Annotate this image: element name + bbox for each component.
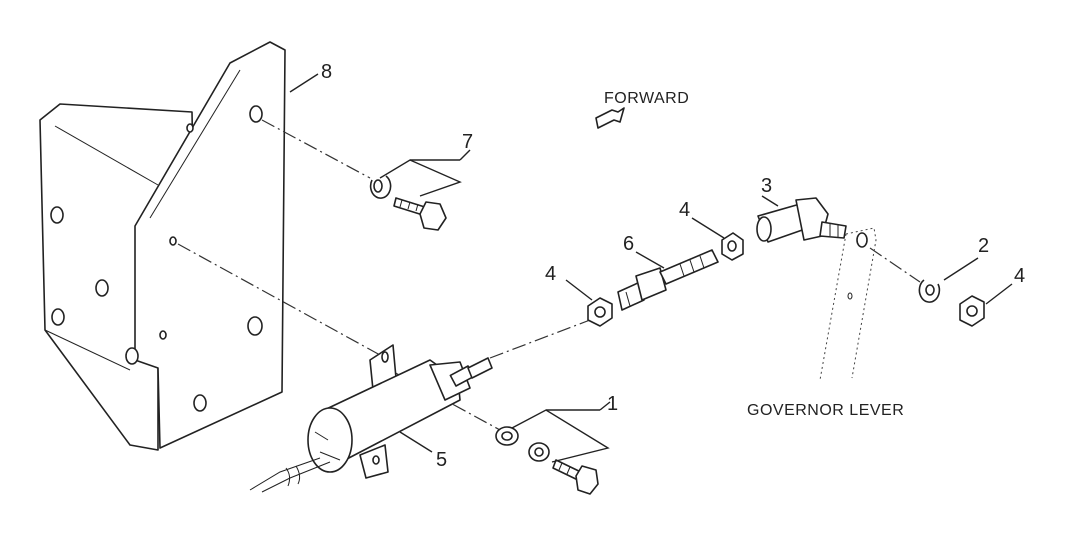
nut-on-rod (721, 232, 744, 261)
governor-lever (819, 227, 877, 381)
callout-4-right-nut: 4 (1014, 265, 1025, 287)
forward-arrow-icon (595, 107, 625, 129)
ball-joint (756, 197, 847, 243)
callout-5: 5 (436, 449, 447, 471)
callout-4-solenoid-nut: 4 (545, 263, 556, 285)
callout-4-rod-nut: 4 (679, 199, 690, 221)
callout-6: 6 (623, 233, 634, 255)
governor-lever-caption: GOVERNOR LEVER (747, 402, 904, 419)
threaded-rod (617, 249, 719, 311)
part-1-hardware (495, 426, 599, 495)
forward-caption: FORWARD (604, 90, 689, 107)
callout-3: 3 (761, 175, 772, 197)
callout-8: 8 (321, 61, 332, 83)
alignment-lines (177, 119, 921, 431)
callout-7: 7 (462, 131, 473, 153)
nut-right (959, 295, 985, 327)
part-7-hardware (369, 175, 447, 231)
callout-labels: 8 7 3 4 6 4 2 4 1 5 (321, 61, 1025, 471)
callout-1: 1 (607, 393, 618, 415)
washer-2 (918, 279, 941, 303)
solenoid (249, 344, 493, 493)
callout-leaders (289, 73, 1013, 463)
mounting-bracket (39, 41, 286, 451)
nut-near-solenoid (587, 297, 613, 327)
callout-2: 2 (978, 235, 989, 257)
